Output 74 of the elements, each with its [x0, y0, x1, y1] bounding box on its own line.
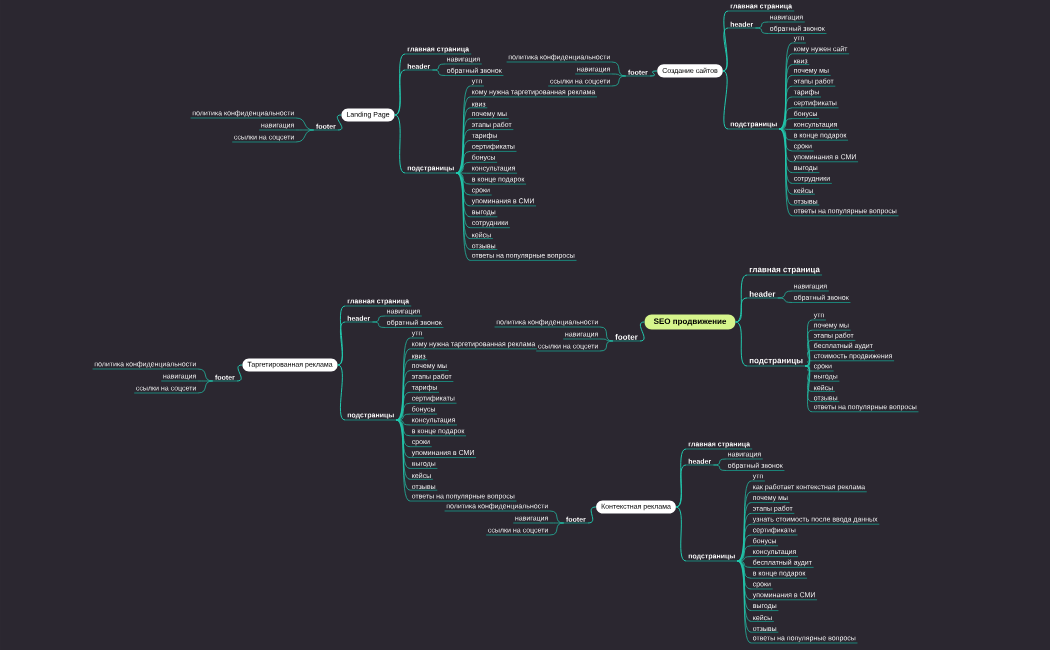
branch-line — [779, 96, 793, 130]
branch-line — [779, 128, 793, 163]
branch-line — [777, 297, 793, 303]
branch-line — [804, 365, 813, 372]
branch-line — [675, 464, 687, 508]
branch-line — [197, 380, 214, 382]
branch-line — [735, 321, 748, 367]
branch-line — [804, 365, 813, 413]
branch-line — [337, 305, 346, 366]
branch-line — [432, 63, 446, 71]
branch-line — [804, 365, 813, 402]
branch-topic: подстраницы — [746, 358, 806, 367]
branch-line — [779, 128, 793, 130]
branch-line — [755, 27, 769, 34]
branch-line — [456, 172, 471, 174]
branch-line — [779, 128, 793, 141]
branch-line — [779, 75, 793, 130]
branch-line — [737, 560, 752, 568]
branch-line — [611, 73, 627, 77]
branch-line — [549, 522, 565, 524]
branch-line — [396, 419, 411, 448]
branch-line — [372, 315, 386, 323]
branch-line — [456, 118, 471, 174]
branch-line — [713, 464, 727, 471]
branch-line — [722, 10, 729, 72]
branch-line — [804, 365, 813, 392]
branch-line — [755, 21, 769, 29]
branch-line — [804, 360, 813, 367]
branch-line — [456, 172, 471, 196]
branch-line — [396, 370, 411, 421]
branch-line — [236, 364, 243, 382]
branch-line — [396, 419, 411, 458]
branch-line — [804, 350, 813, 367]
branch-line — [396, 413, 411, 421]
branch-topic: header — [746, 290, 779, 299]
branch-line — [394, 53, 406, 116]
branch-line — [722, 70, 729, 130]
branch-line — [639, 321, 645, 342]
branch-line — [295, 129, 315, 131]
branch-topic: footer — [612, 333, 641, 342]
branch-line — [649, 70, 658, 77]
branch-line — [587, 506, 597, 524]
branch-line — [675, 506, 687, 562]
branch-line — [337, 364, 346, 421]
branch-line — [737, 560, 752, 601]
branch-line — [432, 69, 446, 76]
branch-line — [735, 274, 748, 323]
branch-line — [737, 560, 752, 590]
branch-line — [197, 380, 214, 394]
branch-line — [456, 140, 471, 174]
branch-line — [396, 392, 411, 421]
branch-line — [611, 75, 627, 87]
branch-line — [599, 338, 614, 342]
branch-line — [396, 419, 411, 426]
branch-line — [713, 458, 727, 466]
branch-topic: главная страница — [746, 267, 823, 276]
central-topic: SEO продвижение — [644, 314, 736, 330]
branch-line — [336, 114, 343, 131]
branch-line — [722, 27, 729, 72]
branch-line — [737, 534, 752, 562]
branch-line — [735, 297, 748, 323]
branch-line — [804, 365, 813, 382]
branch-line — [599, 340, 614, 352]
branch-line — [737, 513, 752, 562]
branch-line — [372, 321, 386, 328]
branch-line — [737, 556, 752, 562]
branch-line — [394, 114, 406, 174]
branch-line — [337, 321, 346, 366]
branch-line — [394, 69, 406, 116]
branch-line — [804, 329, 813, 367]
branch-line — [295, 129, 315, 143]
branch-line — [779, 128, 793, 152]
branch-line — [456, 172, 471, 207]
branch-line — [549, 522, 565, 536]
